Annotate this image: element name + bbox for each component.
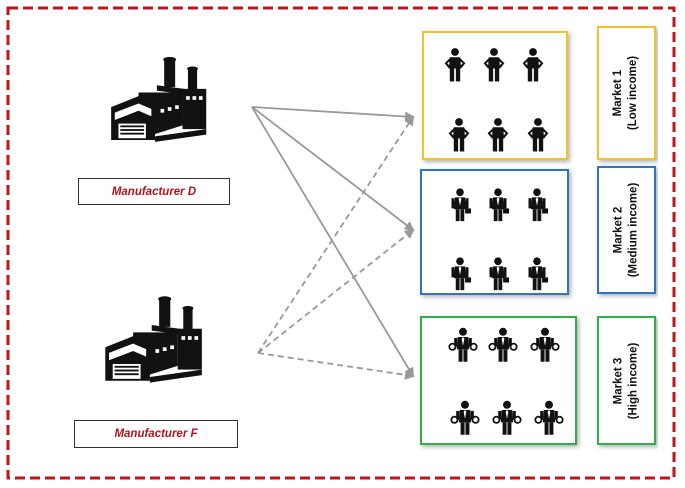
market-2-label-box	[597, 166, 656, 294]
arrow-f-market-2	[257, 228, 415, 354]
arrow-d-market-3	[251, 106, 415, 378]
arrows-manufacturer-f	[257, 115, 415, 380]
manufacturer-d-label: Manufacturer D	[78, 178, 230, 205]
market-3-income: (High income)	[627, 342, 640, 419]
market-3-label: Market 3 (High income)	[598, 317, 655, 444]
arrow-f-market-3	[257, 352, 415, 380]
market-1-name: Market 1	[612, 69, 625, 117]
market-1-label-box	[597, 26, 656, 160]
market-3-name: Market 3	[612, 357, 625, 404]
market-1-income: (Low income)	[627, 55, 640, 131]
arrow-f-market-1	[257, 115, 415, 354]
manufacturer-f-label: Manufacturer F	[74, 420, 238, 448]
arrows-manufacturer-d	[251, 106, 415, 378]
arrow-d-market-1	[251, 106, 415, 122]
market-2-income: (Medium income)	[627, 182, 640, 278]
market-2-name: Market 2	[612, 206, 625, 254]
market-1-label: Market 1 (Low income)	[598, 27, 655, 159]
arrow-d-market-2	[251, 106, 415, 232]
market-2-label: Market 2 (Medium income)	[598, 167, 655, 293]
market-3-label-box	[597, 316, 656, 445]
